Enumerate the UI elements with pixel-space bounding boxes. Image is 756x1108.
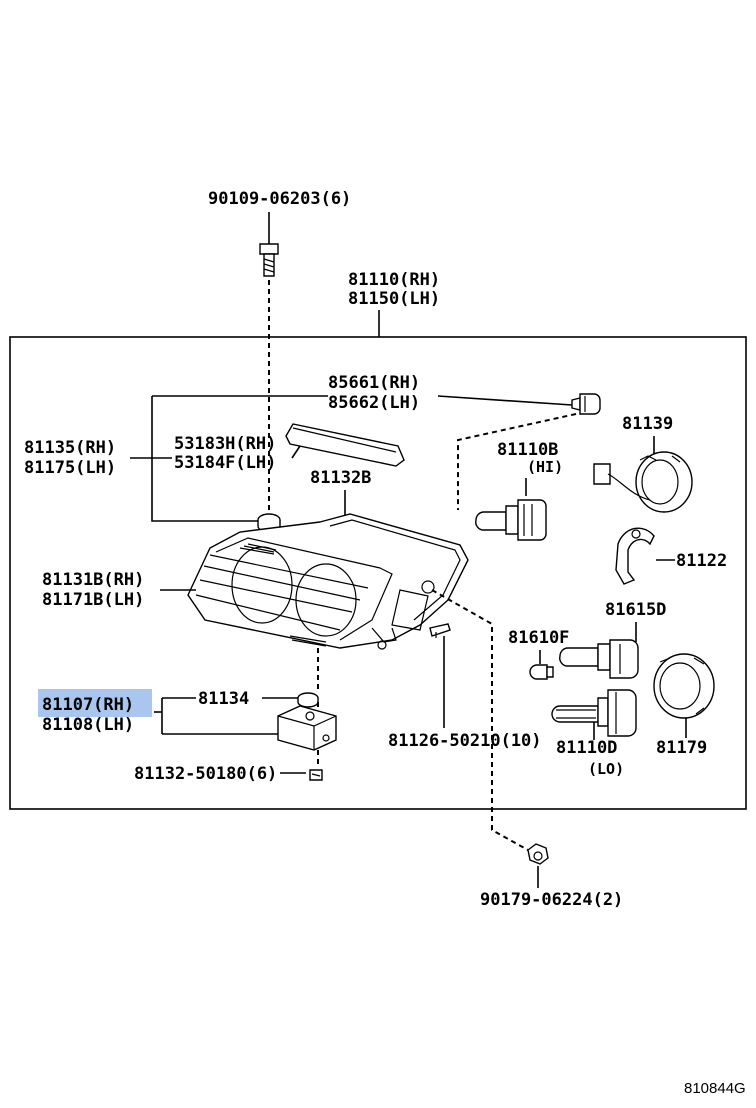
clip-81126-icon — [429, 623, 451, 638]
cap-81179-icon — [653, 653, 715, 719]
bulb-hi-icon — [475, 499, 547, 541]
bolt-icon — [259, 243, 279, 277]
label-81175-lh[interactable]: 81175(LH) — [24, 458, 116, 478]
nut-icon — [527, 843, 549, 865]
label-81139[interactable]: 81139 — [622, 414, 673, 434]
label-81615d[interactable]: 81615D — [605, 600, 666, 620]
label-81110d[interactable]: 81110D — [556, 738, 617, 758]
label-81126-50210[interactable]: 81126-50210(10) — [388, 731, 542, 751]
label-81110-rh[interactable]: 81110(RH) — [348, 270, 440, 290]
label-81134[interactable]: 81134 — [198, 689, 249, 709]
label-85662-lh[interactable]: 85662(LH) — [328, 393, 420, 413]
bulb-81615d-icon — [559, 639, 639, 679]
diagram-id: 810844G — [684, 1080, 746, 1097]
label-81131b-rh[interactable]: 81131B(RH) — [42, 570, 144, 590]
socket-bulb-85661-icon — [571, 393, 601, 415]
label-81107-rh[interactable]: 81107(RH) — [42, 695, 134, 715]
seal-strip-icon — [285, 423, 405, 467]
label-81171b-lh[interactable]: 81171B(LH) — [42, 590, 144, 610]
headlamp-housing-icon — [187, 513, 469, 650]
label-81132-50180[interactable]: 81132-50180(6) — [134, 764, 277, 784]
label-bolt-top[interactable]: 90109-06203(6) — [208, 189, 351, 209]
label-81108-lh[interactable]: 81108(LH) — [42, 715, 134, 735]
label-hi: (HI) — [527, 458, 563, 476]
screw-icon — [309, 769, 323, 781]
clip-nut-icon — [297, 692, 319, 708]
socket-cap-81139-icon — [593, 451, 693, 513]
highlight-81107 — [38, 689, 152, 717]
label-lo: (LO) — [588, 760, 624, 778]
label-81132b[interactable]: 81132B — [310, 468, 371, 488]
assembly-frame — [9, 336, 747, 810]
label-53184f-lh[interactable]: 53184F(LH) — [174, 453, 276, 473]
label-81135-rh[interactable]: 81135(RH) — [24, 438, 116, 458]
label-81610f[interactable]: 81610F — [508, 628, 569, 648]
label-90179-06224[interactable]: 90179-06224(2) — [480, 890, 623, 910]
label-81150-lh[interactable]: 81150(LH) — [348, 289, 440, 309]
small-bulb-icon — [529, 664, 554, 680]
bulb-lo-icon — [551, 689, 637, 737]
aiming-bracket-icon — [277, 705, 337, 751]
label-81122[interactable]: 81122 — [676, 551, 727, 571]
label-81179[interactable]: 81179 — [656, 738, 707, 758]
label-81110b[interactable]: 81110B — [497, 440, 558, 460]
label-53183h-rh[interactable]: 53183H(RH) — [174, 434, 276, 454]
label-85661-rh[interactable]: 85661(RH) — [328, 373, 420, 393]
retaining-spring-icon — [615, 527, 655, 585]
